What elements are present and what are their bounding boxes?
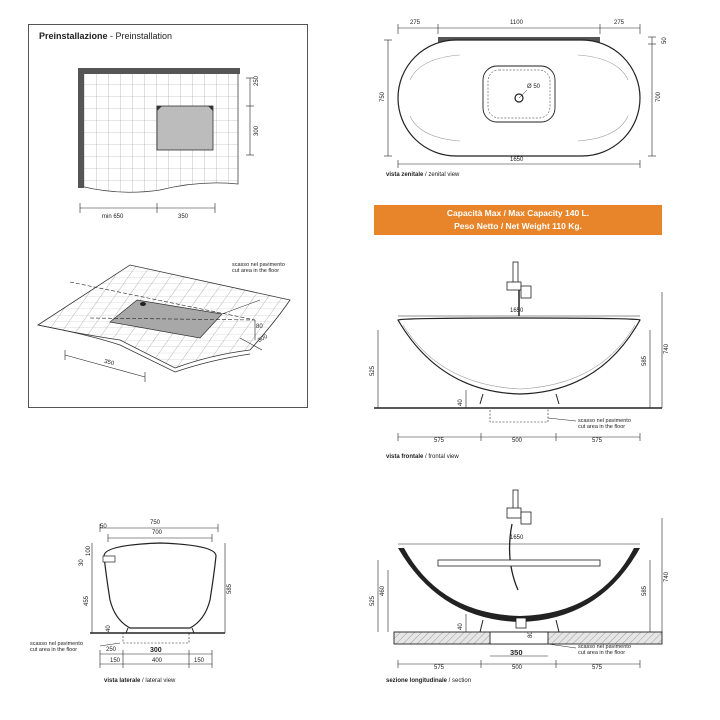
lat-400: 400 [152,658,163,664]
lat-100: 100 [86,545,92,556]
zen-750: 750 [380,91,386,102]
dim-300: 300 [254,125,260,136]
lat-50: 50 [100,524,107,530]
sec-460: 460 [380,585,386,596]
zenital-view [384,24,656,168]
section-view [377,489,663,668]
persp-dim-80: 80 [256,324,263,330]
frontal-view [374,261,663,441]
lat-455: 455 [84,595,90,606]
preinstallation-title: Preinstallazione - Preinstallation [39,31,173,41]
dim-350: 350 [178,214,189,220]
sec-585: 585 [642,585,648,596]
lat-150b: 150 [194,658,205,664]
lat-40: 40 [106,625,112,632]
sec-40: 40 [458,623,464,630]
zen-50: 50 [662,37,668,44]
zen-1650: 1650 [510,157,524,163]
weight-line: Peso Netto / Net Weight 110 Kg. [454,221,582,231]
lat-750: 750 [150,520,161,526]
front-caption: vista frontale / frontal view [386,454,459,460]
lat-585: 585 [227,583,233,594]
zen-275a: 275 [410,20,421,26]
preinstall-perspective [36,264,291,382]
lat-250: 250 [106,647,117,653]
capacity-line: Capacità Max / Max Capacity 140 L. [446,208,590,218]
front-575a: 575 [434,438,445,444]
sec-500: 500 [512,665,523,671]
lat-150a: 150 [110,658,121,664]
dim-min650: min 650 [102,214,124,220]
front-740: 740 [664,343,670,354]
sec-1650: 1650 [510,535,524,541]
lat-caption: vista laterale / lateral view [104,678,176,684]
sec-350: 350 [510,648,523,657]
front-585: 585 [642,355,648,366]
front-525: 525 [370,365,376,376]
preinstall-plan [78,68,254,213]
zen-1100: 1100 [510,20,523,26]
zen-700: 700 [656,91,662,102]
sec-525: 525 [370,595,376,606]
zen-diameter: Ø 50 [527,84,541,90]
sec-575b: 575 [592,665,603,671]
front-40: 40 [458,399,464,406]
sec-80: 80 [528,631,534,638]
sec-740: 740 [664,571,670,582]
zen-275b: 275 [614,20,625,26]
front-1650: 1650 [510,308,524,314]
front-575b: 575 [592,438,603,444]
lat-300: 300 [150,647,162,654]
sec-caption: sezione longitudinale / section [386,678,472,684]
dim-250: 250 [254,75,260,86]
sec-575a: 575 [434,665,445,671]
lateral-view [90,524,226,668]
front-500: 500 [512,438,523,444]
capacity-banner: Capacità Max / Max Capacity 140 L. Peso … [374,205,662,235]
lat-30: 30 [79,559,85,566]
zen-caption: vista zenitale / zenital view [386,172,460,178]
lat-700: 700 [152,530,163,536]
